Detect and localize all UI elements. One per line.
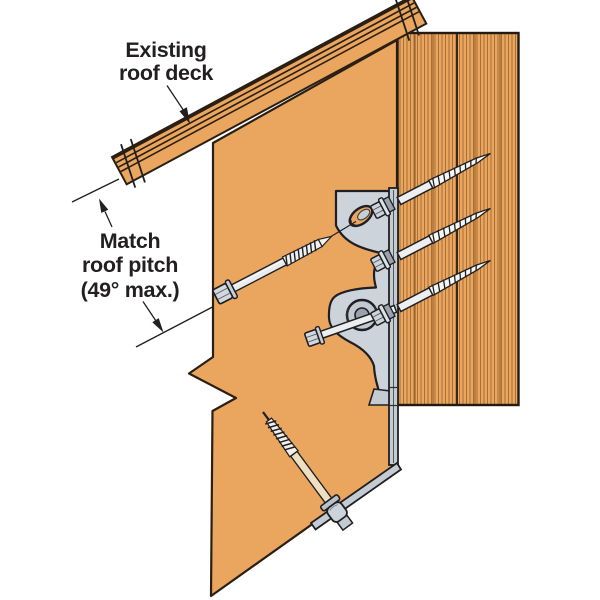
label-match-roof-pitch-line2: roof pitch (82, 253, 178, 277)
label-existing-roof-deck-line1: Existing (125, 38, 206, 62)
label-match-roof-pitch-line1: Match (100, 229, 161, 253)
label-existing-roof-deck: Existing roof deck (119, 38, 214, 85)
pitch-reference-line-upper (71, 178, 120, 203)
pitch-reference-line-lower (135, 306, 213, 348)
vertical-wood-member (396, 31, 520, 407)
bottom-screw (262, 411, 354, 532)
label-match-roof-pitch: Match roof pitch (49° max.) (81, 229, 180, 302)
slot-screw (212, 235, 334, 305)
deck-leader-arrow (166, 85, 190, 124)
pitch-arrow-up (99, 198, 113, 228)
pitch-arrow-down (142, 301, 164, 333)
bracket-flange (388, 187, 399, 466)
label-match-roof-pitch-line3: (49° max.) (81, 278, 180, 302)
existing-roof-deck (110, 0, 428, 188)
slot-screw-trajectory (330, 220, 357, 238)
label-existing-roof-deck-line2: roof deck (119, 61, 213, 85)
